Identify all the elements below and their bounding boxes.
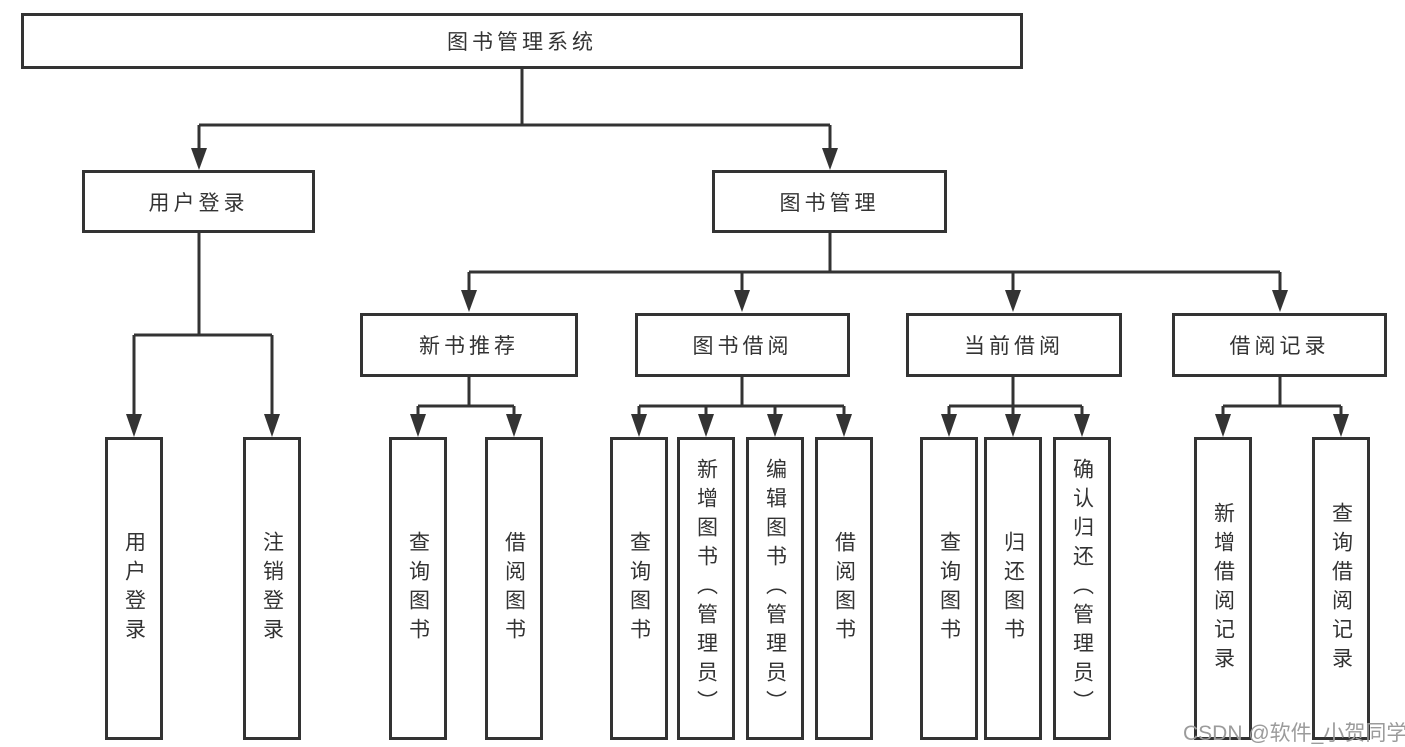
leaf-user-login: 用户登录 <box>105 437 163 740</box>
leaf-recommend-borrow-book: 借阅图书 <box>485 437 543 740</box>
leaf-add-borrow-record: 新增借阅记录 <box>1194 437 1252 740</box>
leaf-recommend-borrow-book-label: 借阅图书 <box>502 530 526 647</box>
node-root-label: 图书管理系统 <box>447 31 597 54</box>
node-user-login: 用户登录 <box>82 170 315 233</box>
leaf-confirm-return-admin: 确认归还（管理员） <box>1053 437 1111 740</box>
node-book-management: 图书管理 <box>712 170 947 233</box>
node-borrow-records: 借阅记录 <box>1172 313 1387 377</box>
leaf-logout-label: 注销登录 <box>260 530 284 647</box>
leaf-recommend-query-book: 查询图书 <box>389 437 447 740</box>
arrowheads <box>126 148 1349 437</box>
node-root: 图书管理系统 <box>21 13 1023 69</box>
node-borrow-records-label: 借阅记录 <box>1229 335 1330 358</box>
node-new-book-recommend: 新书推荐 <box>360 313 578 377</box>
leaf-query-borrow-record-label: 查询借阅记录 <box>1329 501 1353 676</box>
leaf-edit-book-admin-label: 编辑图书（管理员） <box>763 458 787 719</box>
node-book-borrow: 图书借阅 <box>635 313 850 377</box>
leaf-add-book-admin: 新增图书（管理员） <box>677 437 735 740</box>
leaf-recommend-query-book-label: 查询图书 <box>406 530 430 647</box>
leaf-borrow-query-book-label: 查询图书 <box>627 530 651 647</box>
connector-lines <box>132 69 1343 418</box>
leaf-return-book-label: 归还图书 <box>1001 530 1025 647</box>
leaf-current-query-book: 查询图书 <box>920 437 978 740</box>
csdn-watermark: CSDN @软件_小贺同学 <box>1183 722 1405 745</box>
node-current-borrow: 当前借阅 <box>906 313 1122 377</box>
leaf-current-query-book-label: 查询图书 <box>937 530 961 647</box>
node-user-login-label: 用户登录 <box>148 191 249 215</box>
node-new-book-recommend-label: 新书推荐 <box>419 335 519 358</box>
leaf-borrow-query-book: 查询图书 <box>610 437 668 740</box>
leaf-return-book: 归还图书 <box>984 437 1042 740</box>
leaf-edit-book-admin: 编辑图书（管理员） <box>746 437 804 740</box>
leaf-add-book-admin-label: 新增图书（管理员） <box>694 458 718 719</box>
leaf-borrow-book: 借阅图书 <box>815 437 873 740</box>
leaf-add-borrow-record-label: 新增借阅记录 <box>1211 501 1235 676</box>
node-current-borrow-label: 当前借阅 <box>964 335 1064 358</box>
leaf-user-login-label: 用户登录 <box>122 530 146 647</box>
leaf-query-borrow-record: 查询借阅记录 <box>1312 437 1370 740</box>
leaf-confirm-return-admin-label: 确认归还（管理员） <box>1070 458 1094 719</box>
node-book-management-label: 图书管理 <box>779 191 880 215</box>
node-book-borrow-label: 图书借阅 <box>692 335 793 358</box>
leaf-logout: 注销登录 <box>243 437 301 740</box>
leaf-borrow-book-label: 借阅图书 <box>832 530 856 647</box>
